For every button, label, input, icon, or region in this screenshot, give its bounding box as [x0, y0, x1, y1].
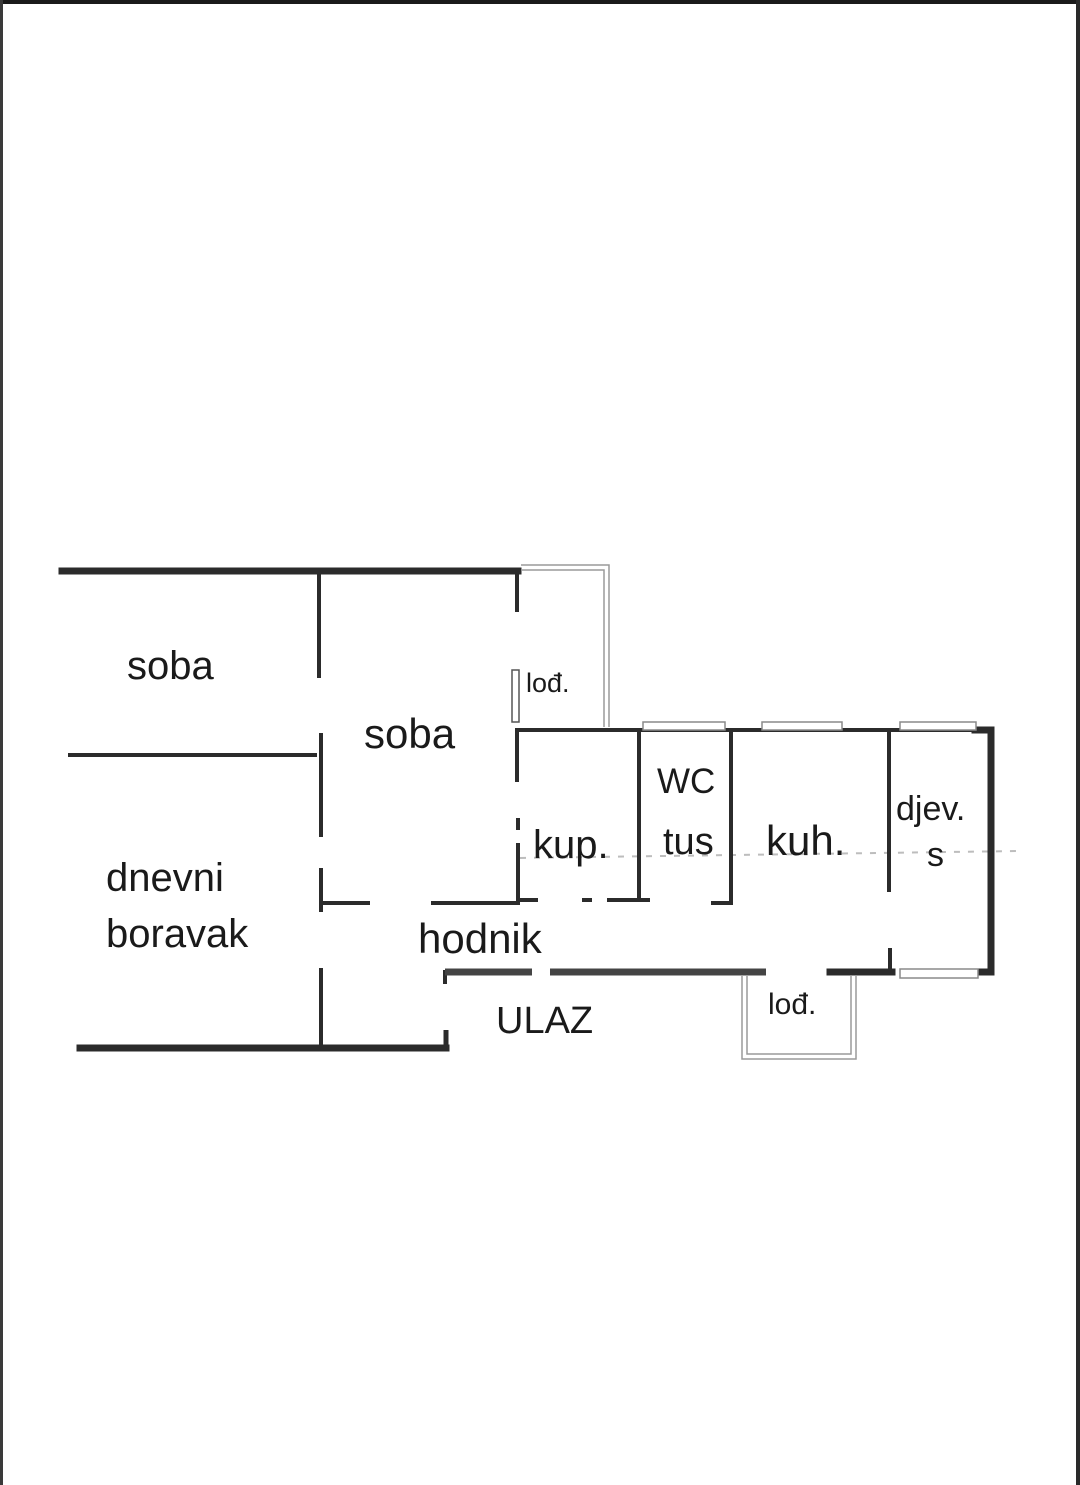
label-wc: WC [657, 762, 716, 801]
label-tus: tus [663, 821, 714, 863]
window-kuh [761, 721, 843, 731]
label-dnevni: dnevni [106, 856, 224, 900]
windows [642, 721, 979, 979]
loggia-bottom-outline [741, 976, 857, 1060]
label-kupaonica: kup. [533, 823, 609, 867]
label-djev: djev. [896, 790, 966, 828]
label-soba-center: soba [364, 710, 456, 757]
window-djev-top [899, 721, 977, 731]
label-soba-left: soba [127, 644, 214, 688]
scan-border-top [0, 0, 1080, 4]
label-boravak: boravak [106, 912, 249, 956]
label-kuhinja: kuh. [766, 817, 846, 864]
label-hodnik: hodnik [418, 915, 542, 962]
loggia-top-window [511, 669, 520, 723]
window-wc [642, 721, 726, 731]
window-djev-bottom [899, 968, 979, 979]
interior-walls [68, 571, 977, 1048]
label-lodja-top: lođ. [526, 668, 570, 698]
scan-border-left [0, 0, 3, 1485]
label-djev-s: s [927, 836, 944, 874]
loggia-top-outline [511, 564, 610, 727]
label-lodja-bottom: lođ. [768, 988, 817, 1021]
scan-border-right [1076, 0, 1080, 1485]
label-ulaz: ULAZ [496, 1000, 594, 1042]
